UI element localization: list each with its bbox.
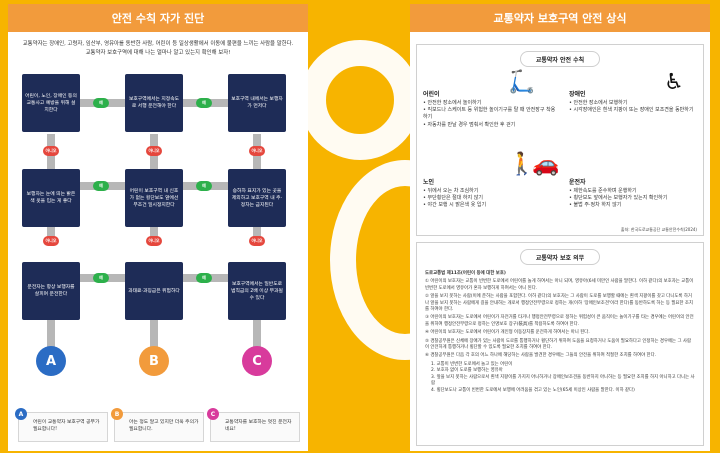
group-disabled: 장애인 안전한 장소에서 보행하기 시각장애인은 흰색 지팡이 또는 장애인 보… bbox=[569, 89, 705, 159]
law-paragraph: ④ 어린이의 보호자는 도로에서 어린이가 개인형 이동장치를 운전하게 하여서… bbox=[425, 330, 590, 336]
group-child: 어린이 안전한 장소에서 놀이하기 킥보드나 스케이트 등 위험한 놀이기구를 … bbox=[423, 89, 559, 159]
no-sign: 아니오 bbox=[146, 236, 162, 246]
law-item: 2. 보호자 없이 도로를 보행하는 영유아 bbox=[431, 368, 503, 374]
quiz-box: 보호구역에서는 지정속도로 서행 운전해야 한다 bbox=[125, 74, 183, 132]
flowchart: 어린이, 노인, 장애인 등의 교통사고 예방을 위해 설치한다 보호구역에서는… bbox=[8, 74, 308, 444]
result-b-chip: B bbox=[111, 408, 123, 420]
law-paragraph: ⑥ 경찰공무원은 다음 각 호의 어느 하나에 해당하는 사람을 발견한 경우에… bbox=[425, 353, 657, 359]
result-c-text: 교통약자를 보호하는 멋진 운전자네요! bbox=[225, 420, 292, 432]
page-title: 안전 수칙 자가 진단 bbox=[8, 4, 308, 32]
result-b: B 아는 정도 알고 있지만 더욱 주의가 필요합니다. bbox=[111, 408, 204, 442]
yes-sign: 예 bbox=[93, 273, 109, 283]
safety-knowledge-page: 교통약자 보호구역 안전 상식 교통약자 안전 수칙 🛴 어린이 안전한 장소에… bbox=[410, 4, 710, 451]
rule-item: 제한속도를 준수하며 운행하기 bbox=[569, 188, 705, 195]
no-sign: 아니오 bbox=[146, 146, 162, 156]
law-paragraph: ⑤ 경찰공무원은 신체에 장애가 있는 사람이 도로를 통행하거나 횡단하기 위… bbox=[425, 338, 691, 351]
section-pill: 교통약자 안전 수칙 bbox=[520, 51, 600, 67]
no-sign: 아니오 bbox=[43, 236, 59, 246]
rule-item: 횡단보도 앞에서는 보행자가 있는지 확인하기 bbox=[569, 195, 705, 202]
rule-item: 안전한 장소에서 놀이하기 bbox=[423, 100, 559, 107]
page-title: 교통약자 보호구역 안전 상식 bbox=[410, 4, 710, 32]
section-pill: 교통약자 보호 의무 bbox=[520, 249, 600, 265]
law-heading: 도로교통법 제11조(어린이 등에 대한 보호) bbox=[425, 271, 506, 276]
rule-item: 뒤에서 오는 차 조심하기 bbox=[423, 188, 559, 195]
rule-item: 불법 주·정차 하지 않기 bbox=[569, 202, 705, 209]
wheelchair-icon: ♿ bbox=[664, 69, 684, 95]
child-kickscooter-icon: 🛴 bbox=[508, 69, 536, 95]
road bbox=[253, 304, 261, 374]
no-sign: 아니오 bbox=[249, 146, 265, 156]
law-item: 4. 횡단보도나 교통이 빈번한 도로에서 보행에 어려움을 겪고 있는 노인(… bbox=[431, 387, 635, 393]
result-c-chip: C bbox=[207, 408, 219, 420]
rule-item: 무단횡단은 절대 하지 않기 bbox=[423, 195, 559, 202]
law-item: 1. 교통이 빈번한 도로에서 놀고 있는 어린이 bbox=[431, 361, 513, 367]
quiz-box: 보호구역 내에서는 보행자가 먼저다 bbox=[228, 74, 286, 132]
result-a-marker: A bbox=[36, 346, 66, 376]
rule-item: 킥보드나 스케이트 등 위험한 놀이기구를 탈 때 안전장구 착용하기 bbox=[423, 107, 559, 121]
group-driver: 운전자 제한속도를 준수하며 운행하기 횡단보도 앞에서는 보행자가 있는지 확… bbox=[569, 177, 705, 247]
quiz-box: 운전자는 항상 보행자를 살피며 운전한다 bbox=[22, 262, 80, 320]
safety-rules-section: 교통약자 안전 수칙 🛴 어린이 안전한 장소에서 놀이하기 킥보드나 스케이트… bbox=[416, 44, 704, 236]
law-text: 도로교통법 제11조(어린이 등에 대한 보호) ① 어린이의 보호자는 교통이… bbox=[425, 271, 695, 394]
road bbox=[150, 304, 158, 374]
result-b-marker: B bbox=[139, 346, 169, 376]
intro-text: 교통약자는 장애인, 고령자, 임산부, 영유아를 동반한 사람, 어린이 등 … bbox=[22, 41, 294, 56]
quiz-box: 보호구역에서는 일반도로 범칙금의 2배 이상 부과될 수 있다 bbox=[228, 262, 286, 320]
result-a: A 어린이 교통약자 보호구역 공부가 필요합니다! bbox=[15, 408, 108, 442]
law-paragraph: ① 어린이의 보호자는 교통이 빈번한 도로에서 어린이를 놀게 하여서는 아니… bbox=[425, 279, 694, 291]
yes-sign: 예 bbox=[196, 181, 212, 191]
rule-item: 시각장애인은 흰색 지팡이 또는 장애인 보조견을 동반하기 bbox=[569, 107, 705, 114]
background-swirl bbox=[300, 40, 420, 160]
protection-duty-section: 교통약자 보호 의무 도로교통법 제11조(어린이 등에 대한 보호) ① 어린… bbox=[416, 242, 704, 446]
group-title: 어린이 bbox=[423, 91, 440, 98]
quiz-box: 어린이 보호구역 내 신호가 없는 횡단보도 앞에선 무조건 일시정지한다 bbox=[125, 169, 183, 227]
quiz-box: 어린이, 노인, 장애인 등의 교통사고 예방을 위해 설치한다 bbox=[22, 74, 80, 132]
no-sign: 아니오 bbox=[249, 236, 265, 246]
result-a-text: 어린이 교통약자 보호구역 공부가 필요합니다! bbox=[33, 420, 100, 432]
rule-item: 자동차를 만날 경우 멈춰서 확인한 후 걷기 bbox=[423, 122, 559, 129]
law-paragraph: ② 앞을 보지 못하는 사람(이에 준하는 사람을 포함한다. 이하 같다)의 … bbox=[425, 294, 693, 313]
yes-sign: 예 bbox=[93, 98, 109, 108]
group-title: 노인 bbox=[423, 179, 435, 186]
rule-item: 안전한 장소에서 보행하기 bbox=[569, 100, 705, 107]
yes-sign: 예 bbox=[196, 98, 212, 108]
group-title: 장애인 bbox=[569, 91, 586, 98]
law-paragraph: ③ 어린이의 보호자는 도로에서 어린이가 자전거를 타거나 행정안전부령으로 … bbox=[425, 315, 694, 327]
result-a-chip: A bbox=[15, 408, 27, 420]
group-elderly: 노인 뒤에서 오는 차 조심하기 무단횡단은 절대 하지 않기 야간 보행 시 … bbox=[423, 177, 559, 247]
road bbox=[47, 304, 55, 374]
quiz-box: 과태료·과징금은 위험하다 bbox=[125, 262, 183, 320]
result-c: C 교통약자를 보호하는 멋진 운전자네요! bbox=[207, 408, 300, 442]
rule-item: 야간 보행 시 밝은색 옷 입기 bbox=[423, 202, 559, 209]
law-item: 3. 앞을 보지 못하는 사람으로서 흰색 지팡이를 가지지 아니하거나 장애인… bbox=[431, 374, 695, 387]
no-sign: 아니오 bbox=[43, 146, 59, 156]
quiz-box: 승하차 표지가 있는 곳을 제외하고 보호구역 내 주·정차는 금지된다 bbox=[228, 169, 286, 227]
result-c-marker: C bbox=[242, 346, 272, 376]
car-driver-icon: 🚗 bbox=[532, 151, 560, 177]
self-diagnosis-page: 안전 수칙 자가 진단 교통약자는 장애인, 고령자, 임산부, 영유아를 동반… bbox=[8, 4, 308, 451]
yes-sign: 예 bbox=[93, 181, 109, 191]
yes-sign: 예 bbox=[196, 273, 212, 283]
group-title: 운전자 bbox=[569, 179, 586, 186]
result-b-text: 아는 정도 알고 있지만 더욱 주의가 필요합니다. bbox=[129, 420, 199, 432]
source-note: 출처: 한국도로교통공단 교통안전수칙(2024) bbox=[620, 227, 697, 232]
quiz-box: 보행자는 눈에 띄는 밝은색 옷을 입는 게 좋다 bbox=[22, 169, 80, 227]
elderly-crosswalk-icon: 🚶 bbox=[508, 151, 536, 177]
